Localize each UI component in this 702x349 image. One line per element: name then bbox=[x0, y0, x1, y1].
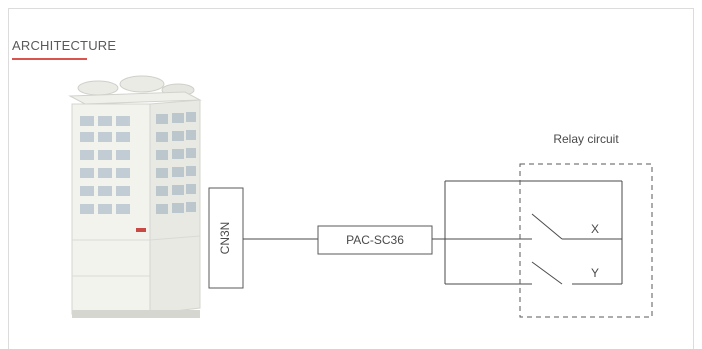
relay-circuit-label: Relay circuit bbox=[553, 132, 619, 146]
cn3n-label: CN3N bbox=[218, 222, 232, 255]
relay-circuit-box bbox=[520, 164, 652, 317]
relay-output-y: Y bbox=[591, 266, 599, 280]
outdoor-unit-icon bbox=[70, 76, 200, 318]
relay-output-x: X bbox=[591, 222, 599, 236]
pac-sc36-label: PAC-SC36 bbox=[346, 233, 404, 247]
